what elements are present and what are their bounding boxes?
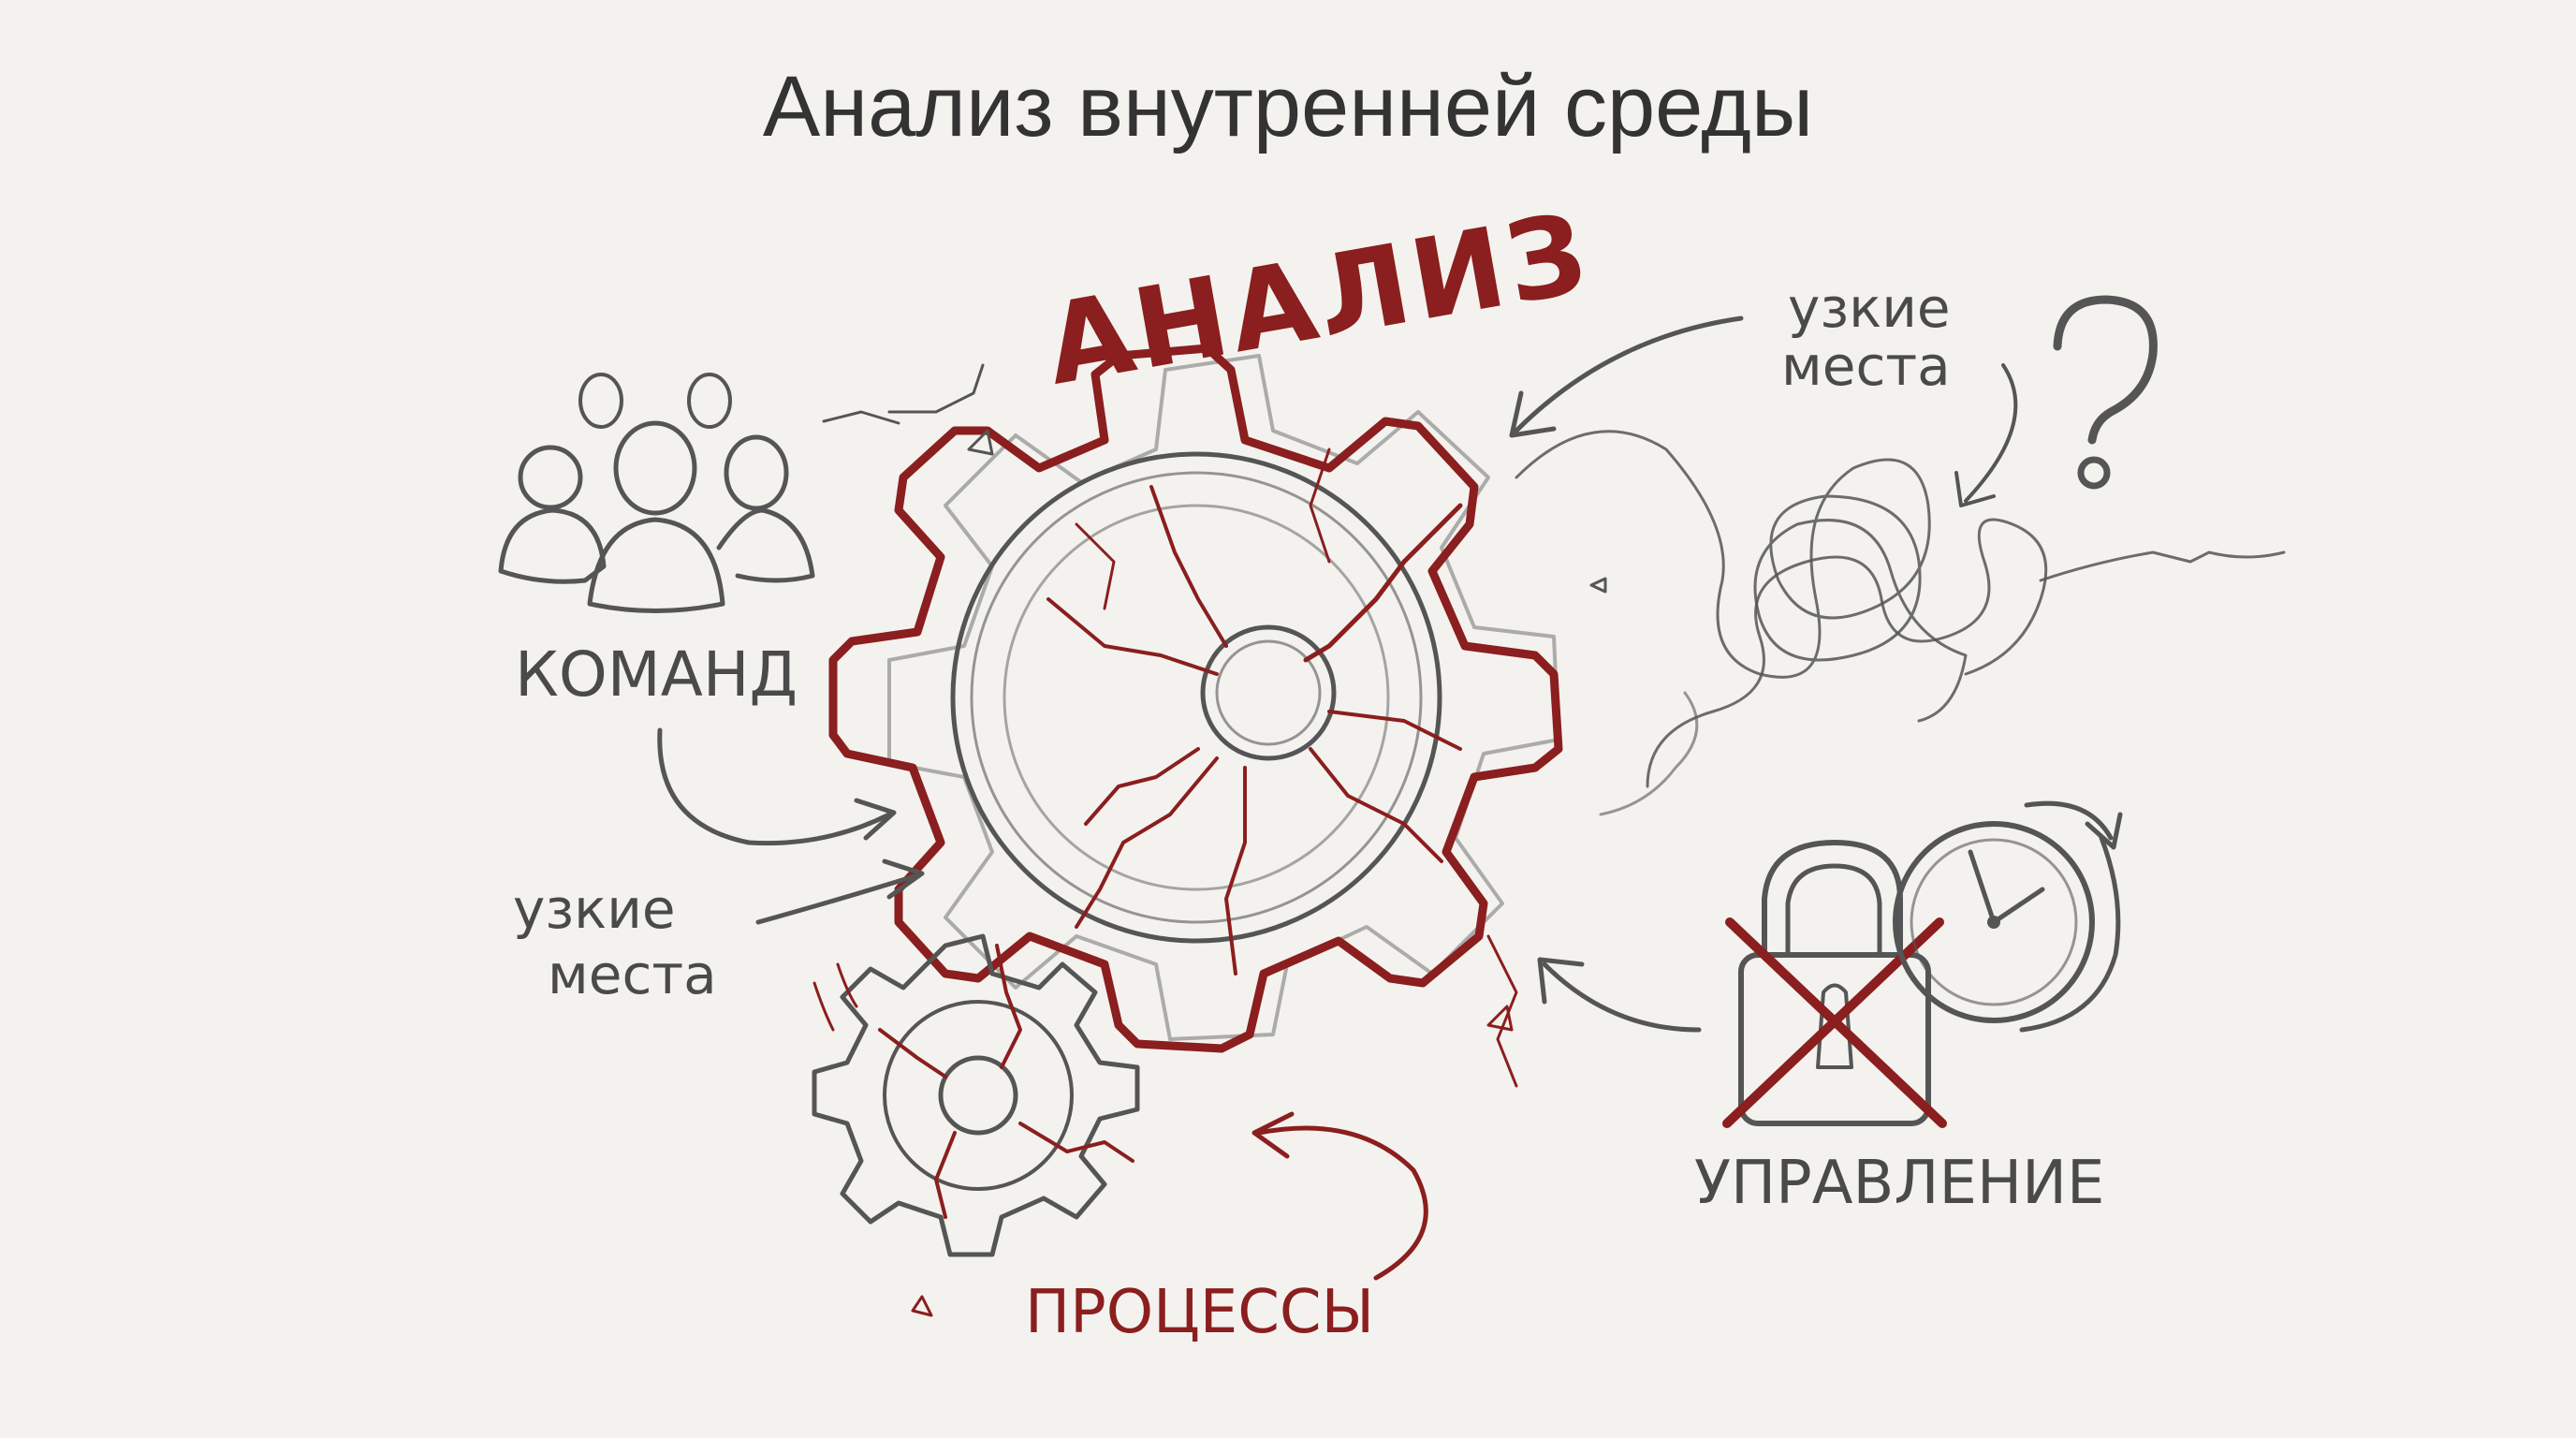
small-cracked-gear-icon [812,933,1140,1257]
arrow-bottleneck-right-to-gear [1514,315,1744,433]
management-label: УПРАВЛЕНИЕ [1694,1149,2105,1218]
page-title: Анализ внутренней среды [762,59,1814,154]
arrowhead-team [854,798,897,841]
padlock-crossed-icon [1722,840,1947,1128]
bottleneck-right-line2: места [1781,334,1951,398]
clock-cycle-icon [1893,800,2123,1033]
arrow-processes-to-gear [1256,1125,1428,1281]
tangled-threads-icon [1515,430,2286,816]
arrowhead-bottleneck-right [1509,390,1557,438]
bottleneck-right-line1: узкие [1788,276,1951,340]
bottleneck-left-line2: места [548,943,717,1006]
central-cracked-gear-icon [822,344,1607,1317]
arrow-to-tangle [1964,363,2018,503]
team-label: КОМАНД [515,638,798,711]
arrowhead-bottleneck-left [882,858,925,900]
processes-label: ПРОЦЕССЫ [1025,1278,1375,1347]
question-mark-icon [2053,295,2158,490]
bottleneck-left-line1: узкие [513,877,676,941]
team-people-icon [498,373,815,613]
arrow-management-to-gear [1542,961,1702,1033]
arrow-team-to-gear [657,727,892,846]
arrow-bottleneck-left-to-gear [755,873,920,925]
